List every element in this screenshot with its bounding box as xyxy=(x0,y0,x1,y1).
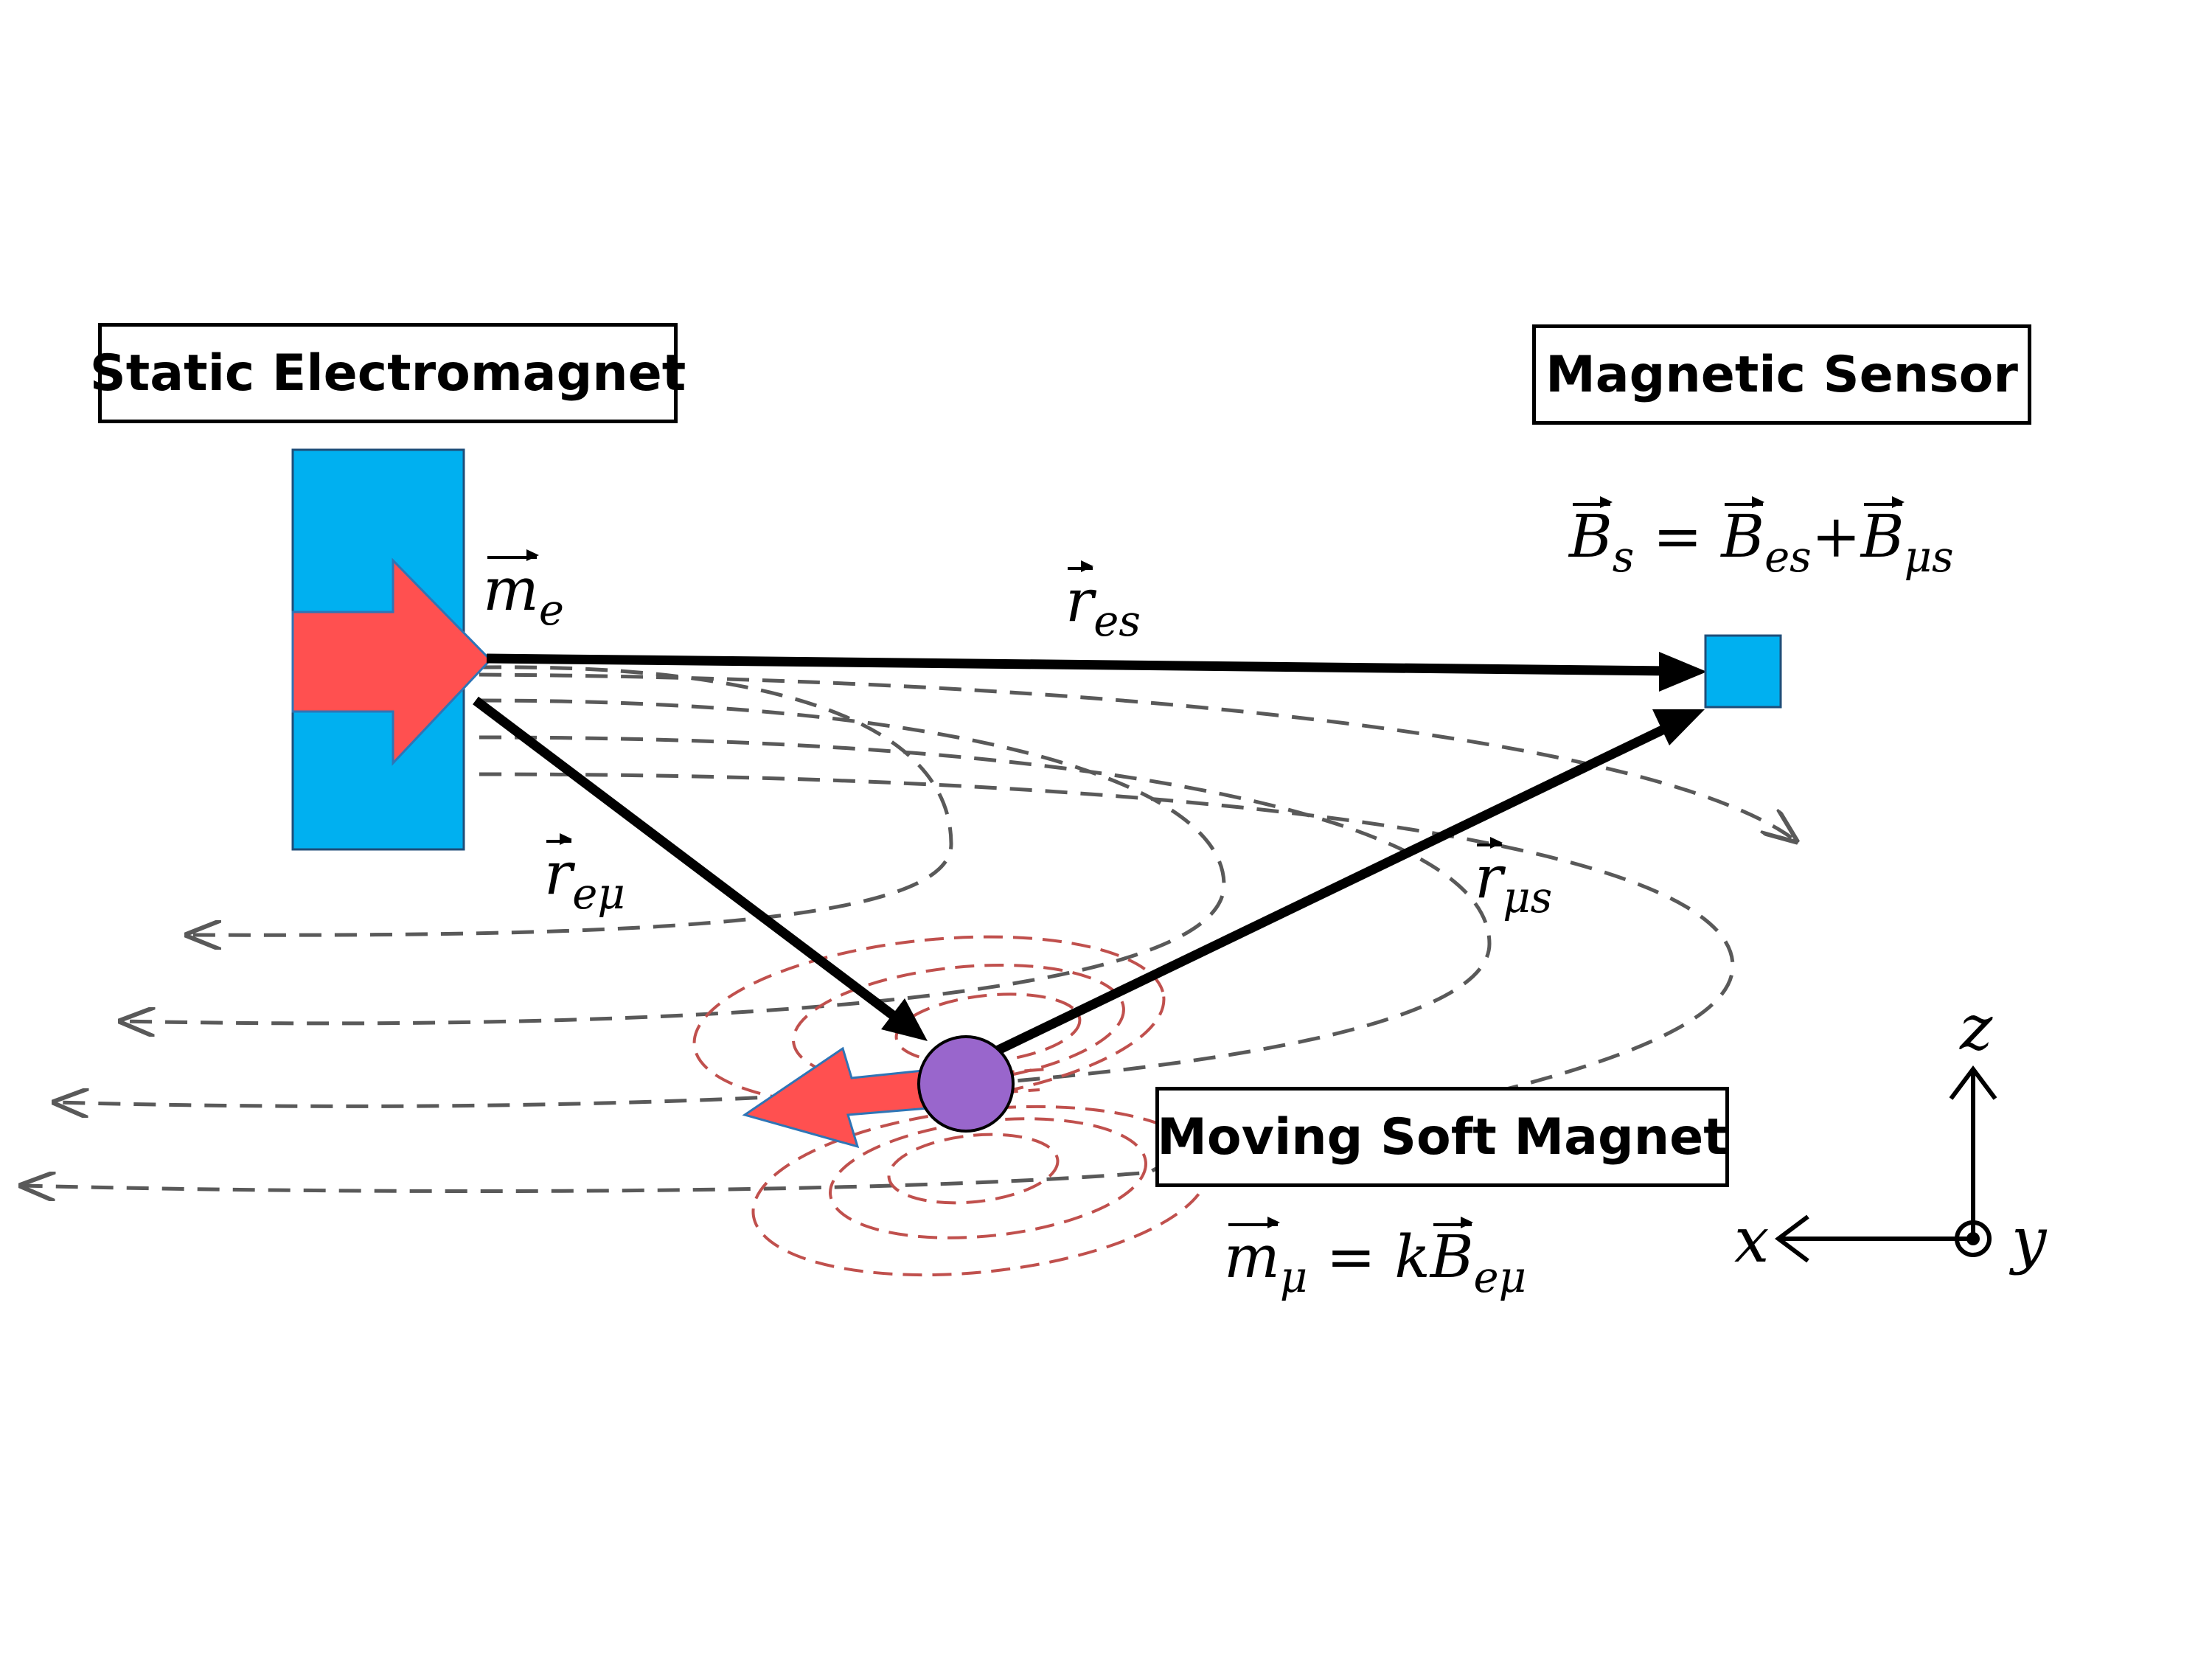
electromagnet-label: Static Electromagnet xyxy=(90,323,686,423)
vector-r-mus-head xyxy=(1652,709,1705,745)
field-line xyxy=(122,698,1226,1023)
x-axis-label: x xyxy=(1734,1204,1770,1276)
sensor-field-equation: Bs = Bes+Bμs xyxy=(1569,495,1954,582)
vector-r-mus-label: rμs xyxy=(1475,836,1553,923)
field-line xyxy=(55,735,1492,1106)
vector-r-emu-label: reμ xyxy=(544,832,625,919)
vector-r-emu-shaft xyxy=(473,696,899,1022)
soft-magnet-label: Moving Soft Magnet xyxy=(1155,1087,1729,1187)
field-line xyxy=(188,665,953,935)
field-loop xyxy=(887,1133,1060,1205)
moment-electromagnet-label: me xyxy=(483,549,564,636)
z-axis-label: z xyxy=(1960,992,1993,1064)
vector-r-es-shaft xyxy=(486,653,1671,676)
soft-magnet-moment-equation: mμ = kBeμ xyxy=(1224,1216,1526,1303)
y-axis-out-of-page-icon xyxy=(1955,1220,1992,1257)
field-loop xyxy=(692,935,1166,1107)
y-axis-label: y xyxy=(2011,1204,2047,1276)
vector-r-es-label: res xyxy=(1065,560,1141,647)
z-axis-head xyxy=(1949,1065,1997,1100)
vector-r-mus-shaft xyxy=(995,722,1672,1055)
electromagnet-moment-arrow xyxy=(291,557,493,766)
coordinate-axes xyxy=(1775,1065,1997,1263)
position-vectors xyxy=(473,652,1707,1055)
sensor-label: Magnetic Sensor xyxy=(1532,324,2031,425)
magnetic-sensor xyxy=(1704,634,1782,709)
soft-magnet xyxy=(917,1035,1015,1133)
x-axis-head xyxy=(1775,1214,1809,1263)
vector-r-emu-head xyxy=(881,998,928,1041)
vector-r-es-head xyxy=(1659,652,1707,692)
